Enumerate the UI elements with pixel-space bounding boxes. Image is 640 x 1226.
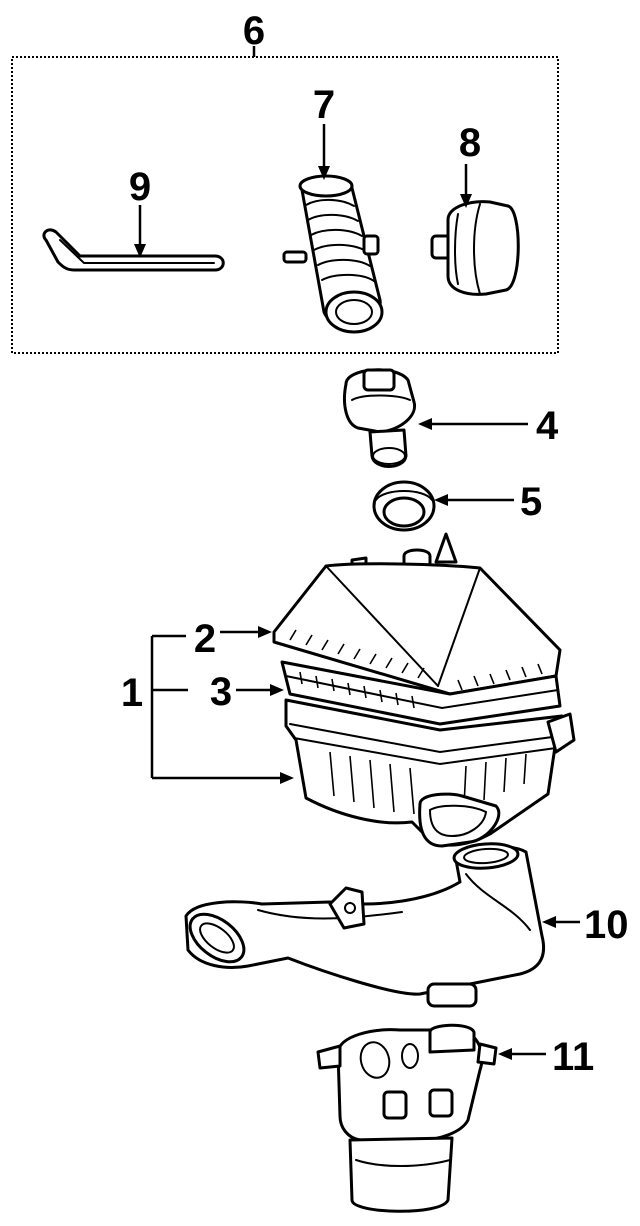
part-1-air-cleaner-assembly [272, 532, 576, 848]
part-11-resonator-box [316, 1023, 498, 1213]
callout-7: 7 [313, 83, 335, 127]
callout-3: 3 [210, 670, 232, 714]
leader-4 [418, 418, 528, 430]
callout-9: 9 [129, 165, 151, 209]
air-cleaner-lower-case [284, 698, 576, 848]
callout-10: 10 [584, 903, 629, 947]
part-3-filter-element [280, 660, 562, 726]
leader-3 [236, 684, 284, 696]
leader-11 [498, 1048, 546, 1060]
leader-10 [542, 916, 580, 928]
callout-1: 1 [121, 671, 143, 715]
leader-7 [318, 124, 330, 180]
kit-group-6: 6 [11, 9, 559, 354]
leader-1-bracket [150, 634, 294, 784]
callout-11: 11 [552, 1035, 594, 1079]
leader-8 [460, 164, 472, 208]
part-2-upper-cap [272, 562, 562, 696]
part-9-breather-hose [42, 228, 225, 272]
callout-4: 4 [536, 404, 559, 448]
callout-5: 5 [520, 480, 542, 524]
kit-boundary-box [11, 56, 559, 354]
callout-2: 2 [194, 617, 216, 661]
leader-2 [220, 626, 272, 638]
leader-5 [434, 494, 514, 506]
callout-8: 8 [459, 121, 481, 165]
part-10-intake-duct [184, 842, 545, 1008]
callout-6: 6 [243, 9, 265, 53]
part-5-grommet [372, 480, 436, 532]
part-7-intake-hose [282, 174, 384, 334]
part-4-airflow-meter [343, 368, 417, 468]
part-8-resonator [430, 200, 520, 296]
leader-9 [134, 205, 146, 258]
